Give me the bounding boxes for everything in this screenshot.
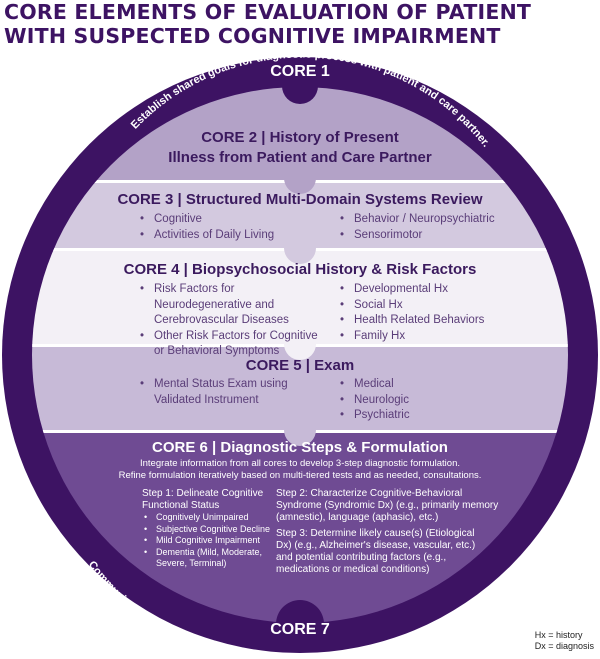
list-item: Behavior / Neuropsychiatric bbox=[340, 212, 530, 228]
list-item: Health Related Behaviors bbox=[340, 313, 530, 329]
core6-intro-line-1: Integrate information from all cores to … bbox=[140, 458, 460, 469]
legend-hx: Hx = history bbox=[534, 630, 583, 640]
core2-notch bbox=[284, 178, 316, 194]
core4-right-list: Developmental Hx Social Hx Health Relate… bbox=[340, 282, 530, 344]
core5-label: CORE 5 | Exam bbox=[245, 357, 355, 374]
list-item: Activities of Daily Living bbox=[140, 228, 320, 244]
list-item: Dementia (Mild, Moderate, Severe, Termin… bbox=[144, 547, 272, 570]
core6-intro-line-2: Refine formulation iteratively based on … bbox=[118, 470, 482, 481]
core6-step1-title: Step 1: Delineate Cognitive Functional S… bbox=[142, 488, 264, 511]
list-item: Sensorimotor bbox=[340, 228, 530, 244]
legend: Hx = history Dx = diagnosis bbox=[535, 630, 594, 652]
list-item: Medical bbox=[340, 377, 490, 393]
list-item: Mental Status Exam using Validated Instr… bbox=[140, 377, 310, 408]
core2-label-line-1: CORE 2 | History of Present bbox=[201, 129, 399, 146]
page-title: CORE ELEMENTS OF EVALUATION OF PATIENT W… bbox=[4, 0, 596, 48]
list-item: Social Hx bbox=[340, 298, 530, 314]
list-item: Cognitive bbox=[140, 212, 320, 228]
core1-notch bbox=[282, 86, 318, 104]
core4-left-list: Risk Factors for Neurodegenerative and C… bbox=[140, 282, 330, 360]
core3-right-list: Behavior / Neuropsychiatric Sensorimotor bbox=[340, 212, 530, 243]
core5-left-list: Mental Status Exam using Validated Instr… bbox=[140, 377, 310, 408]
core6-step2: Step 2: Characterize Cognitive-Behaviora… bbox=[276, 488, 499, 523]
list-item: Mild Cognitive Impairment bbox=[144, 535, 272, 547]
list-item: Cognitively Unimpaired bbox=[144, 512, 272, 524]
title-line-1: CORE ELEMENTS OF EVALUATION OF PATIENT bbox=[4, 0, 532, 24]
core6-step1-list: Cognitively Unimpaired Subjective Cognit… bbox=[144, 512, 272, 570]
list-item: Subjective Cognitive Decline bbox=[144, 524, 272, 536]
core7-label: CORE 7 bbox=[270, 621, 330, 638]
legend-dx: Dx = diagnosis bbox=[534, 641, 594, 651]
list-item: Psychiatric bbox=[340, 408, 490, 424]
core4-label: CORE 4 | Biopsychosocial History & Risk … bbox=[123, 261, 477, 278]
core3-label: CORE 3 | Structured Multi-Domain Systems… bbox=[117, 191, 483, 208]
list-item: Neurologic bbox=[340, 393, 490, 409]
title-line-2: WITH SUSPECTED COGNITIVE IMPAIRMENT bbox=[4, 24, 501, 48]
core1-label: CORE 1 bbox=[270, 63, 330, 80]
core5-right-list: Medical Neurologic Psychiatric bbox=[340, 377, 490, 424]
list-item: Family Hx bbox=[340, 329, 530, 345]
core5-notch bbox=[284, 430, 316, 446]
list-item: Other Risk Factors for Cognitive or Beha… bbox=[140, 329, 330, 360]
list-item: Developmental Hx bbox=[340, 282, 530, 298]
core6-step3: Step 3: Determine likely cause(s) (Etiol… bbox=[276, 528, 476, 575]
core2-label-line-2: Illness from Patient and Care Partner bbox=[168, 149, 432, 166]
core3-notch bbox=[284, 248, 316, 264]
core7-notch bbox=[276, 600, 324, 624]
list-item: Risk Factors for Neurodegenerative and C… bbox=[140, 282, 330, 329]
core3-left-list: Cognitive Activities of Daily Living bbox=[140, 212, 320, 243]
core6-label: CORE 6 | Diagnostic Steps & Formulation bbox=[152, 439, 448, 456]
